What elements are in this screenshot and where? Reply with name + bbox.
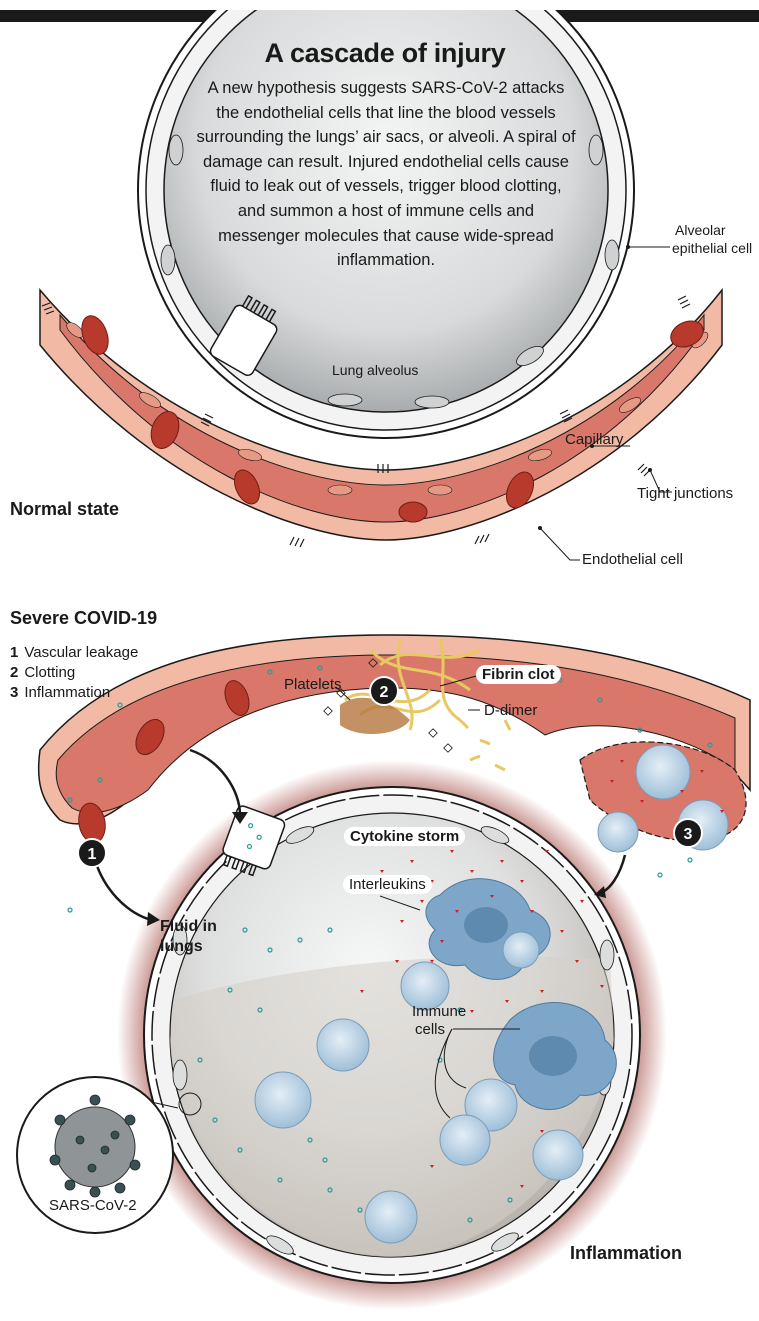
label-lung-alveolus: Lung alveolus — [332, 362, 418, 378]
badge-1: 1 — [78, 839, 106, 867]
badge-2: 2 — [370, 677, 398, 705]
intro-paragraph: A new hypothesis suggests SARS-CoV-2 att… — [196, 76, 576, 273]
immune-cell — [317, 1019, 369, 1071]
leader-endothelial — [540, 528, 580, 560]
label-sars-cov-2: SARS-CoV-2 — [49, 1197, 137, 1214]
label-fluid-1: Fluid in — [160, 918, 217, 936]
heading-inflammation: Inflammation — [570, 1243, 682, 1264]
svg-text:2: 2 — [380, 684, 389, 701]
badge-3: 3 — [674, 819, 702, 847]
svg-text:3: 3 — [684, 826, 693, 843]
label-interleukins: Interleukins — [343, 875, 432, 894]
tight-junction — [678, 296, 690, 308]
immune-cell — [255, 1072, 311, 1128]
page-title: A cascade of injury — [200, 38, 570, 69]
label-fibrin-clot: Fibrin clot — [476, 665, 561, 684]
red-blood-cell — [399, 502, 427, 522]
label-immune-1: Immune — [412, 1003, 466, 1020]
immune-cell — [365, 1191, 417, 1243]
immune-cell — [440, 1115, 490, 1165]
tight-junction — [290, 537, 304, 547]
clot-mass — [340, 698, 410, 734]
immune-cell — [533, 1130, 583, 1180]
label-d-dimer: D-dimer — [484, 702, 537, 719]
label-alveolar-epithelial-2: epithelial cell — [672, 240, 752, 256]
label-immune-2: cells — [415, 1021, 445, 1038]
label-fluid-2: lungs — [160, 938, 203, 956]
leakage-arrow — [190, 750, 240, 815]
virus-particle — [55, 1107, 135, 1187]
label-endothelial-cell: Endothelial cell — [582, 551, 683, 568]
immune-cell — [598, 812, 638, 852]
heading-severe-covid: Severe COVID-19 — [10, 608, 157, 629]
label-platelets: Platelets — [284, 676, 342, 693]
label-cytokine-storm: Cytokine storm — [344, 827, 465, 846]
heading-normal-state: Normal state — [10, 499, 119, 520]
label-capillary: Capillary — [565, 431, 623, 448]
label-alveolar-epithelial-1: Alveolar — [675, 222, 726, 238]
svg-text:1: 1 — [88, 846, 97, 863]
immune-cell — [503, 932, 539, 968]
label-tight-junctions: Tight junctions — [637, 485, 733, 502]
tight-junction — [475, 534, 489, 544]
